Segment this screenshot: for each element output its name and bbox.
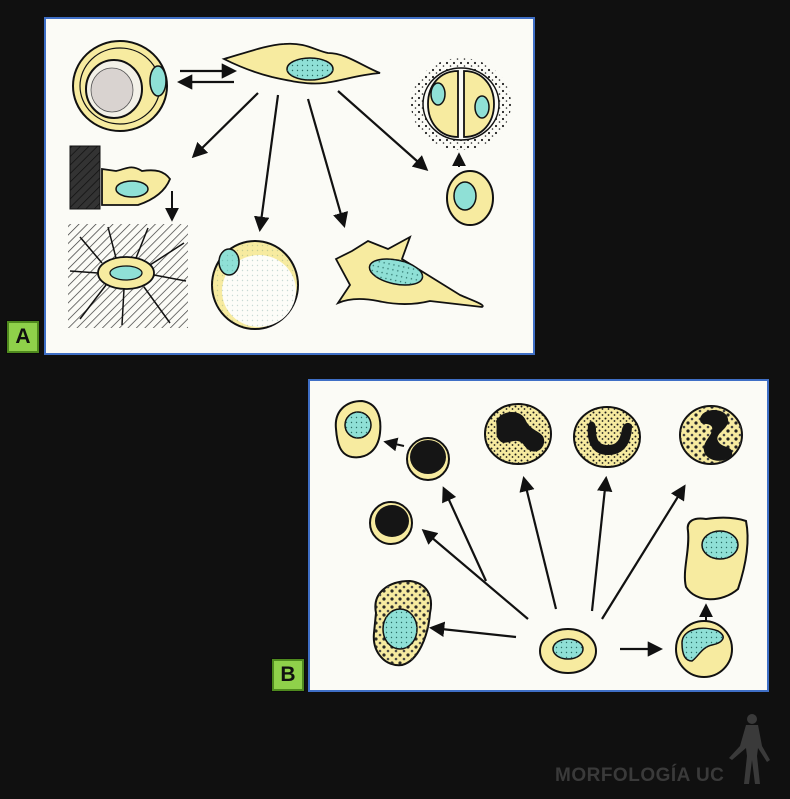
neutrophil [573, 406, 641, 468]
arrow [590, 475, 613, 612]
hematopoietic-stem-cell [539, 628, 597, 674]
osteoblast [69, 145, 172, 210]
panel-b-label: B [271, 658, 305, 692]
arrow [421, 529, 529, 620]
lymphoblast-cell [334, 399, 382, 459]
lymphocyte [369, 501, 413, 545]
arrow [428, 621, 517, 639]
macrophage [683, 516, 749, 601]
human-figure-icon [729, 714, 770, 784]
eosinophil [484, 403, 552, 465]
mast-cell [372, 579, 432, 667]
panel-b-diagram [334, 399, 749, 678]
arrow [191, 92, 259, 159]
arrow [442, 486, 488, 582]
osteocyte [68, 224, 188, 328]
lymphocyte-small [406, 437, 450, 481]
arrow [254, 94, 280, 233]
watermark-text: MORFOLOGÍA UC [555, 765, 725, 786]
panel-b [308, 379, 769, 692]
ringed-cell [72, 40, 168, 132]
arrow [383, 437, 405, 452]
arrow [306, 98, 349, 228]
basophil [679, 405, 743, 465]
arrow [337, 90, 429, 172]
panel-a-diagram [68, 40, 511, 330]
mesenchymal-stem-cell [221, 42, 381, 85]
chondrocyte-pair [411, 58, 511, 150]
adipocyte [211, 240, 299, 330]
panel-a [44, 17, 535, 355]
arrow [519, 476, 558, 610]
monocyte [675, 620, 733, 678]
panel-a-label: A [6, 320, 40, 354]
chondroblast [446, 170, 494, 226]
arrow [601, 484, 686, 620]
fibroblast [334, 235, 484, 308]
